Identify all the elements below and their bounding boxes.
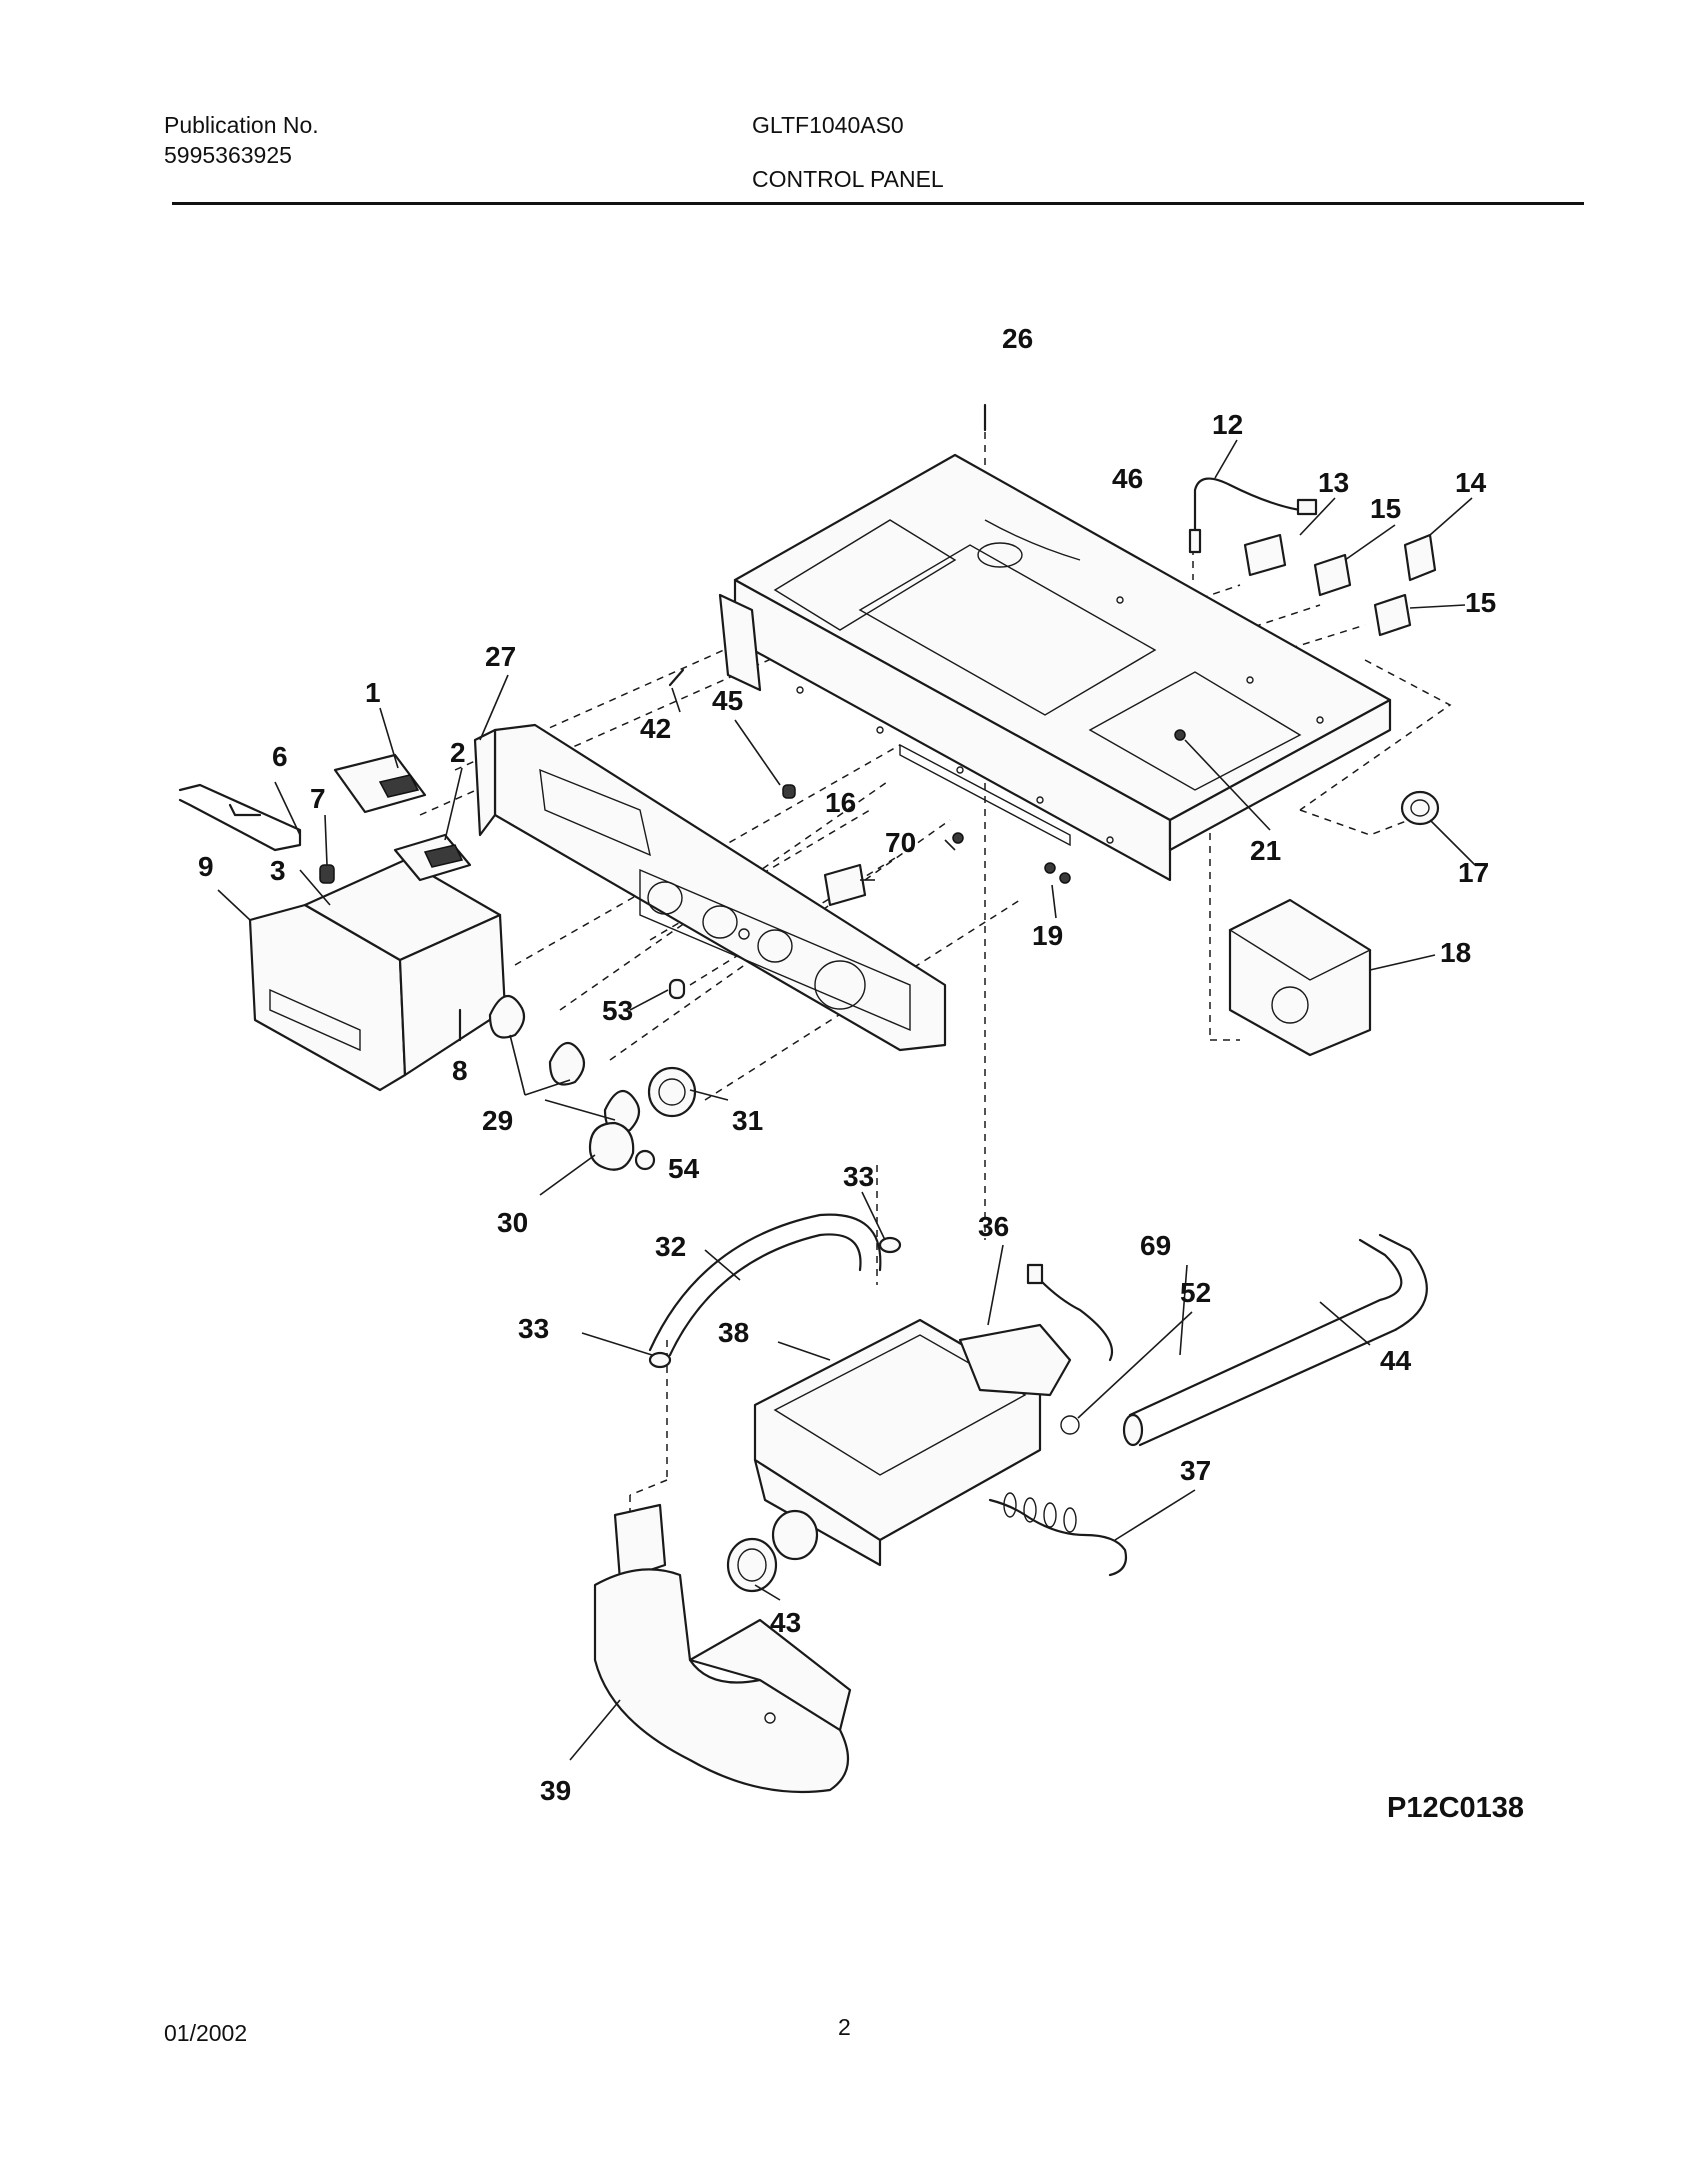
callout-53: 53 [602, 995, 633, 1026]
knobs-and-fasteners [488, 403, 1186, 1171]
callout-38: 38 [718, 1317, 749, 1348]
callout-7: 7 [310, 783, 326, 814]
callout-32: 32 [655, 1231, 686, 1262]
callout-21: 21 [1250, 835, 1281, 866]
callout-31: 31 [732, 1105, 763, 1136]
callout-26: 26 [1002, 323, 1033, 354]
callout-42: 42 [640, 713, 671, 744]
page-number: 2 [838, 2014, 851, 2040]
diagram-reference-code: P12C0138 [1387, 1792, 1525, 1824]
callout-36: 36 [978, 1211, 1009, 1242]
hoses [648, 1213, 1428, 1577]
callout-2: 2 [450, 737, 466, 768]
callout-18: 18 [1440, 937, 1471, 968]
callout-33a: 33 [843, 1161, 874, 1192]
callout-14: 14 [1455, 467, 1487, 498]
control-panel-chassis [718, 453, 1392, 882]
water-valve-assembly [753, 1263, 1114, 1567]
callout-numbers: 1 2 3 6 7 8 9 12 13 14 15 15 16 17 18 19… [198, 323, 1496, 1806]
publication-date: 01/2002 [164, 2020, 248, 2046]
callout-8: 8 [452, 1055, 468, 1086]
callout-30: 30 [497, 1207, 528, 1238]
header-rule [172, 202, 1584, 205]
publication-label: Publication No. [164, 112, 319, 138]
callout-9: 9 [198, 851, 214, 882]
callout-19: 19 [1032, 920, 1063, 951]
callout-37: 37 [1180, 1455, 1211, 1486]
callout-52: 52 [1180, 1277, 1211, 1308]
callout-70: 70 [885, 827, 916, 858]
callout-44: 44 [1380, 1345, 1412, 1376]
callout-43: 43 [770, 1607, 801, 1638]
callout-33b: 33 [518, 1313, 549, 1344]
dispenser-drawer [178, 753, 507, 1092]
callout-69: 69 [1140, 1230, 1171, 1261]
detergent-duct [593, 1503, 852, 1794]
callout-16: 16 [825, 787, 856, 818]
section-title: CONTROL PANEL [752, 166, 944, 192]
front-control-panel [473, 723, 947, 1052]
callout-27: 27 [485, 641, 516, 672]
callout-3: 3 [270, 855, 286, 886]
model-number: GLTF1040AS0 [752, 112, 904, 138]
callout-15b: 15 [1465, 587, 1496, 618]
callout-6: 6 [272, 741, 288, 772]
publication-number: 5995363925 [164, 142, 292, 168]
electrical-components [1188, 477, 1440, 1057]
leader-lines [217, 439, 1476, 1761]
callout-39: 39 [540, 1775, 571, 1806]
callout-17: 17 [1458, 857, 1489, 888]
callout-13: 13 [1318, 467, 1349, 498]
callout-46: 46 [1112, 463, 1143, 494]
callout-54: 54 [668, 1153, 700, 1184]
callout-29: 29 [482, 1105, 513, 1136]
callout-15a: 15 [1370, 493, 1401, 524]
callout-45: 45 [712, 685, 743, 716]
callout-12: 12 [1212, 409, 1243, 440]
callout-1: 1 [365, 677, 381, 708]
